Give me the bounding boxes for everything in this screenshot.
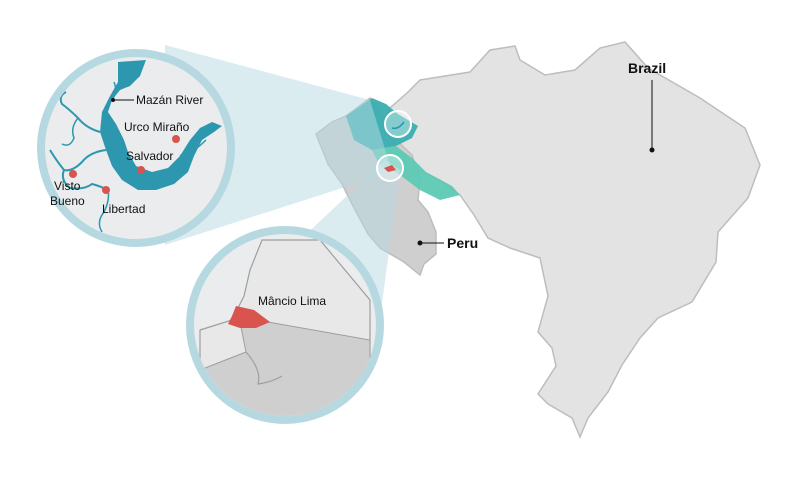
site-visto-bueno	[69, 170, 77, 178]
label-salvador: Salvador	[126, 149, 173, 163]
mazan-dot	[111, 98, 115, 102]
label-urco-mirano: Urco Miraño	[124, 120, 190, 134]
label-visto-bueno-1: Visto	[54, 179, 81, 193]
marker-top-river	[391, 121, 405, 130]
site-salvador	[137, 166, 145, 174]
river-tributary-west2	[61, 169, 109, 191]
peru-dot	[417, 240, 423, 246]
label-mancio-lima: Mâncio Lima	[258, 294, 326, 308]
inset-bottom: Mâncio Lima	[186, 226, 384, 424]
river-tributary-sw	[98, 189, 110, 233]
site-urco-mirano	[172, 135, 180, 143]
river-tributary-east	[179, 139, 207, 157]
river-main	[100, 60, 222, 190]
mancio-lima-region	[228, 306, 270, 328]
river-tributary-west	[49, 149, 107, 172]
label-visto-bueno-2: Bueno	[50, 194, 85, 208]
inset-top: Mazán River Urco Miraño Salvador Visto B…	[37, 49, 235, 247]
marker-bottom-site	[384, 165, 396, 172]
region-acre	[372, 146, 460, 200]
label-libertad: Libertad	[102, 202, 145, 216]
label-peru: Peru	[447, 235, 478, 251]
label-mazan-river: Mazán River	[136, 93, 203, 107]
brazil-dot	[649, 147, 655, 153]
marker-circle-top	[384, 110, 412, 138]
inset-bottom-lower	[199, 321, 371, 416]
inset-bottom-coast	[245, 351, 283, 385]
brazil-shape	[379, 41, 761, 439]
river-tributary-nw	[59, 91, 101, 133]
river-tributary-nw2	[61, 117, 79, 146]
site-libertad	[102, 186, 110, 194]
label-brazil: Brazil	[628, 60, 666, 76]
